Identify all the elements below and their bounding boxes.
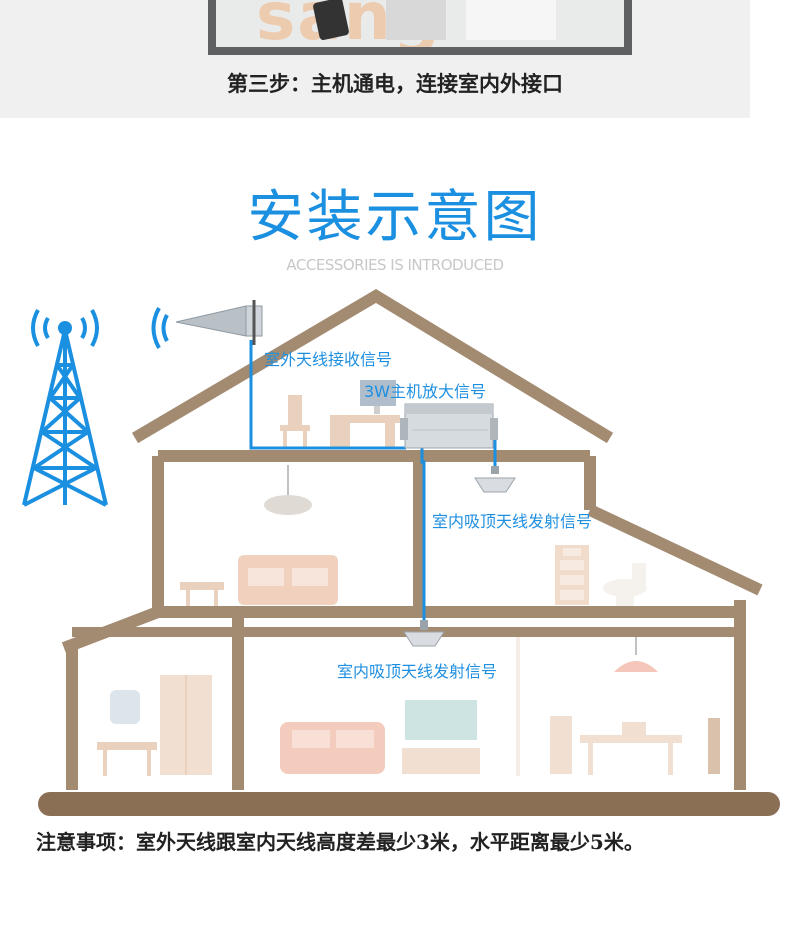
ceiling-antenna-upper-label: 室内吸顶天线发射信号 xyxy=(432,512,593,531)
house-frame xyxy=(61,289,763,790)
tower-top-icon xyxy=(58,321,72,335)
ceiling-antenna-lower-label: 室内吸顶天线发射信号 xyxy=(337,662,498,681)
room-panel xyxy=(386,0,446,40)
installation-diagram xyxy=(22,289,780,816)
installation-note: 注意事项：室外天线跟室内天线高度差最少3米，水平距离最少5米。 xyxy=(36,830,644,854)
signal-waves-icon xyxy=(31,307,169,349)
room-panel xyxy=(466,0,556,40)
diagram-subtitle: ACCESSORIES IS INTRODUCED xyxy=(286,256,504,274)
step-caption: 第三步：主机通电，连接室内外接口 xyxy=(227,72,563,96)
ceiling-antenna-lower-icon xyxy=(403,620,445,647)
amplifier-icon xyxy=(400,403,498,449)
ceiling-antenna-upper-icon xyxy=(474,466,516,493)
top-band: sang 第三步：主机通电，连接室内外接口 xyxy=(0,0,750,118)
diagram-title: 安装示意图 xyxy=(247,185,543,250)
photo-inner: sang xyxy=(216,0,624,47)
cell-tower xyxy=(22,329,108,507)
outdoor-antenna-icon xyxy=(175,300,263,345)
installation-photo: sang xyxy=(208,0,632,55)
amplifier-label: 3W主机放大信号 xyxy=(364,382,487,401)
outdoor-antenna-label: 室外天线接收信号 xyxy=(264,350,393,369)
ground-bar xyxy=(38,792,780,816)
furniture-group xyxy=(97,380,720,776)
